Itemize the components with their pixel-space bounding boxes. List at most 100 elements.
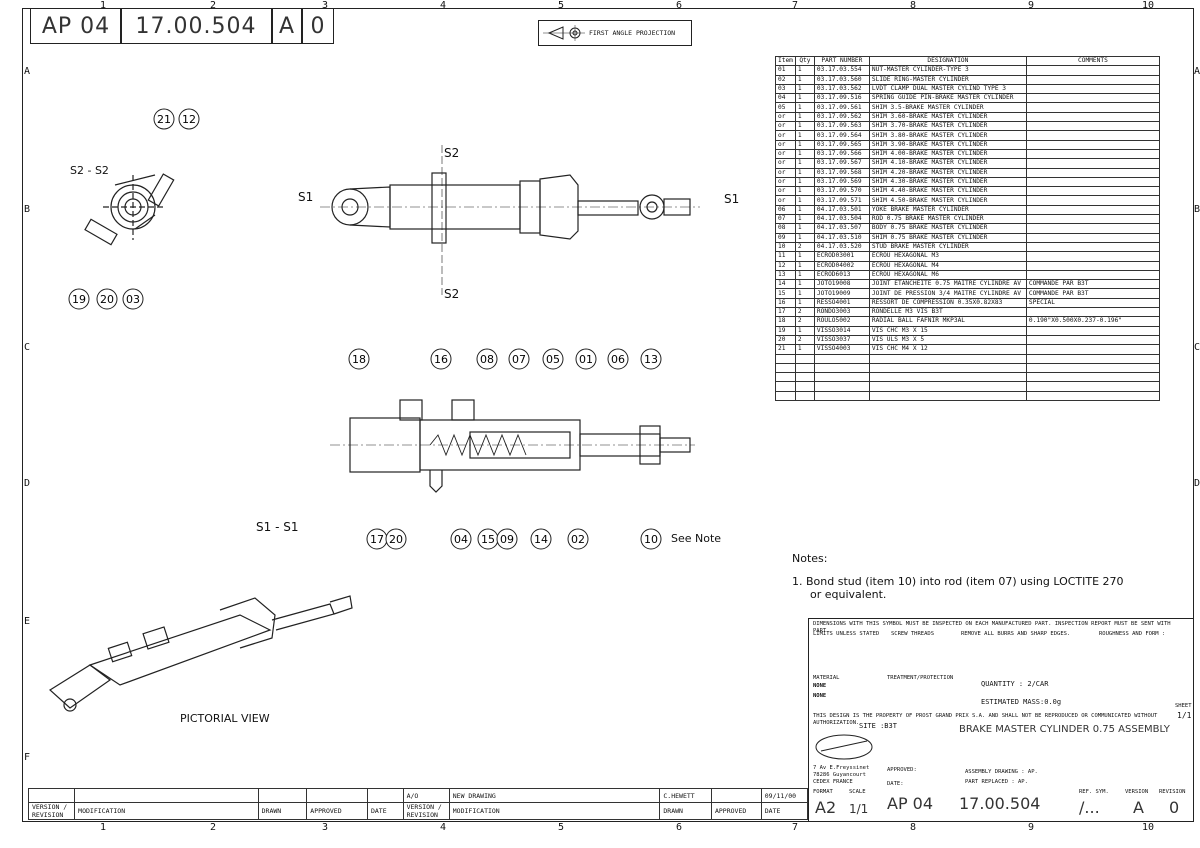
bom-qty: 1	[794, 214, 815, 225]
bom-qty	[794, 353, 815, 364]
bom-designation: SHIM 4.10-BRAKE MASTER CYLINDER	[868, 158, 1027, 169]
bom-designation: SHIM 4.00-BRAKE MASTER CYLINDER	[868, 148, 1027, 160]
bom-comments	[1025, 241, 1160, 253]
ref-sym-header: REF. SYM.	[1079, 789, 1109, 795]
bom-designation: ECROU HEXAGONAL M6	[868, 269, 1027, 281]
bom-qty: 1	[794, 83, 815, 95]
balloon-number: 16	[434, 353, 448, 366]
version-header: VERSION	[1125, 789, 1149, 795]
date-label: DATE:	[887, 781, 904, 787]
zone-label: A	[24, 66, 31, 77]
quantity-label: QUANTITY : 2/CAR	[981, 680, 1049, 688]
drawing-frame	[22, 8, 1194, 822]
revision-header-row: VERSION / REVISION MODIFICATION DRAWN AP…	[27, 802, 809, 820]
bom-part-number: ROULO5002	[813, 316, 870, 327]
zone-label: C	[24, 342, 31, 353]
address-line: 78286 Guyancourt	[813, 772, 866, 778]
bom-part-number: VISSO4003	[813, 344, 870, 355]
bom-item: 15	[775, 288, 796, 299]
bom-qty: 1	[794, 186, 815, 197]
balloon-number: 09	[500, 533, 514, 546]
bom-qty: 2	[794, 334, 815, 346]
bom-comments	[1025, 148, 1160, 160]
bom-designation	[868, 353, 1027, 364]
bom-qty: 1	[794, 121, 815, 132]
projection-box: FIRST ANGLE PROJECTION	[538, 20, 692, 46]
projection-label: FIRST ANGLE PROJECTION	[589, 29, 676, 37]
bom-designation: SHIM 0.75 BRAKE MASTER CYLINDER	[868, 232, 1027, 243]
bom-qty: 1	[794, 251, 815, 262]
bom-part-number: 03.17.09.516	[813, 93, 870, 104]
roughness-label: ROUGHNESS AND FORM :	[1099, 631, 1166, 637]
revision-h-version: VERSION / REVISION	[27, 802, 76, 820]
bom-comments	[1025, 130, 1160, 141]
header-number: 17.00.504	[120, 8, 272, 44]
bom-row	[775, 362, 1160, 374]
balloon-number: 07	[512, 353, 526, 366]
bom-part-number: RESSO4001	[813, 297, 870, 309]
bom-qty: 1	[794, 288, 815, 299]
bom-comments	[1025, 93, 1160, 104]
bom-header-qty: Qty	[794, 55, 815, 67]
zone-label: 4	[440, 0, 447, 11]
bom-comments	[1025, 306, 1160, 318]
bom-part-number: 03.17.09.565	[813, 139, 870, 150]
bom-item: 09	[775, 232, 796, 243]
balloon: 10	[640, 528, 662, 550]
zone-label: B	[24, 204, 31, 215]
bom-comments	[1025, 158, 1160, 169]
bom-part-number: 03.17.09.561	[813, 102, 870, 113]
bom-qty: 1	[794, 325, 815, 336]
revision-table: A/O NEW DRAWING C.HEWETT 09/11/00 VERSIO…	[27, 788, 809, 820]
note-line: 1. Bond stud (item 10) into rod (item 07…	[792, 575, 1124, 588]
bom-designation: RESSORT DE COMPRESSION 0.35X0.82X83	[868, 297, 1027, 309]
bom-header-part-number: PART NUMBER	[813, 55, 870, 67]
cut-label-s2-bottom: S2	[444, 287, 460, 301]
bom-qty: 1	[794, 130, 815, 141]
bom-item: 03	[775, 83, 796, 95]
bom-designation	[868, 381, 1027, 392]
bom-comments	[1025, 251, 1160, 262]
bom-item: or	[775, 148, 796, 160]
zone-label: C	[1194, 342, 1200, 353]
zone-label: 1	[100, 0, 107, 11]
bom-qty: 1	[794, 111, 815, 123]
balloon: 21	[153, 108, 175, 130]
bom-item: 04	[775, 93, 796, 104]
note-line-continued: or equivalent.	[810, 588, 887, 601]
format-value: A2	[815, 798, 837, 817]
revision-h-version: VERSION / REVISION	[402, 802, 450, 820]
bom-qty	[794, 381, 815, 392]
bom-designation: JOINT DE PRESSION 3/4 MAITRE CYLINDRE AV	[868, 288, 1027, 299]
bom-qty: 1	[794, 148, 815, 160]
bom-part-number: 03.17.09.568	[813, 167, 870, 178]
bom-item: 17	[775, 306, 796, 318]
bom-comments	[1025, 167, 1160, 178]
bom-designation: ECROU HEXAGONAL M3	[868, 251, 1027, 262]
balloon: 04	[450, 528, 472, 550]
notes-title: Notes:	[792, 552, 828, 565]
bom-comments	[1025, 186, 1160, 197]
material-value: NONE	[813, 693, 827, 699]
bom-comments: SPECIAL	[1025, 297, 1160, 309]
bom-designation: ECROU HEXAGONAL M4	[868, 260, 1027, 271]
bom-item: 07	[775, 214, 796, 225]
zone-label: B	[1194, 204, 1200, 215]
title-block: DIMENSIONS WITH THIS SYMBOL MUST BE INSP…	[808, 618, 1194, 822]
balloon-number: 01	[579, 353, 593, 366]
bom-part-number: 03.17.09.571	[813, 195, 870, 206]
bom-comments	[1025, 139, 1160, 150]
revision-drawn: C.HEWETT	[659, 788, 712, 803]
bom-qty: 1	[794, 176, 815, 188]
bom-comments	[1025, 176, 1160, 188]
inspection-note: DIMENSIONS WITH THIS SYMBOL MUST BE INSP…	[813, 621, 1171, 634]
zone-label: 6	[676, 822, 683, 833]
revision-h-date: DATE	[760, 802, 809, 820]
bom-qty: 1	[794, 279, 815, 290]
bom-designation: YOKE BRAKE MASTER CYLINDER	[868, 204, 1027, 216]
bom-qty: 1	[794, 297, 815, 309]
bom-comments: COMMANDE PAR B3T	[1025, 288, 1160, 299]
